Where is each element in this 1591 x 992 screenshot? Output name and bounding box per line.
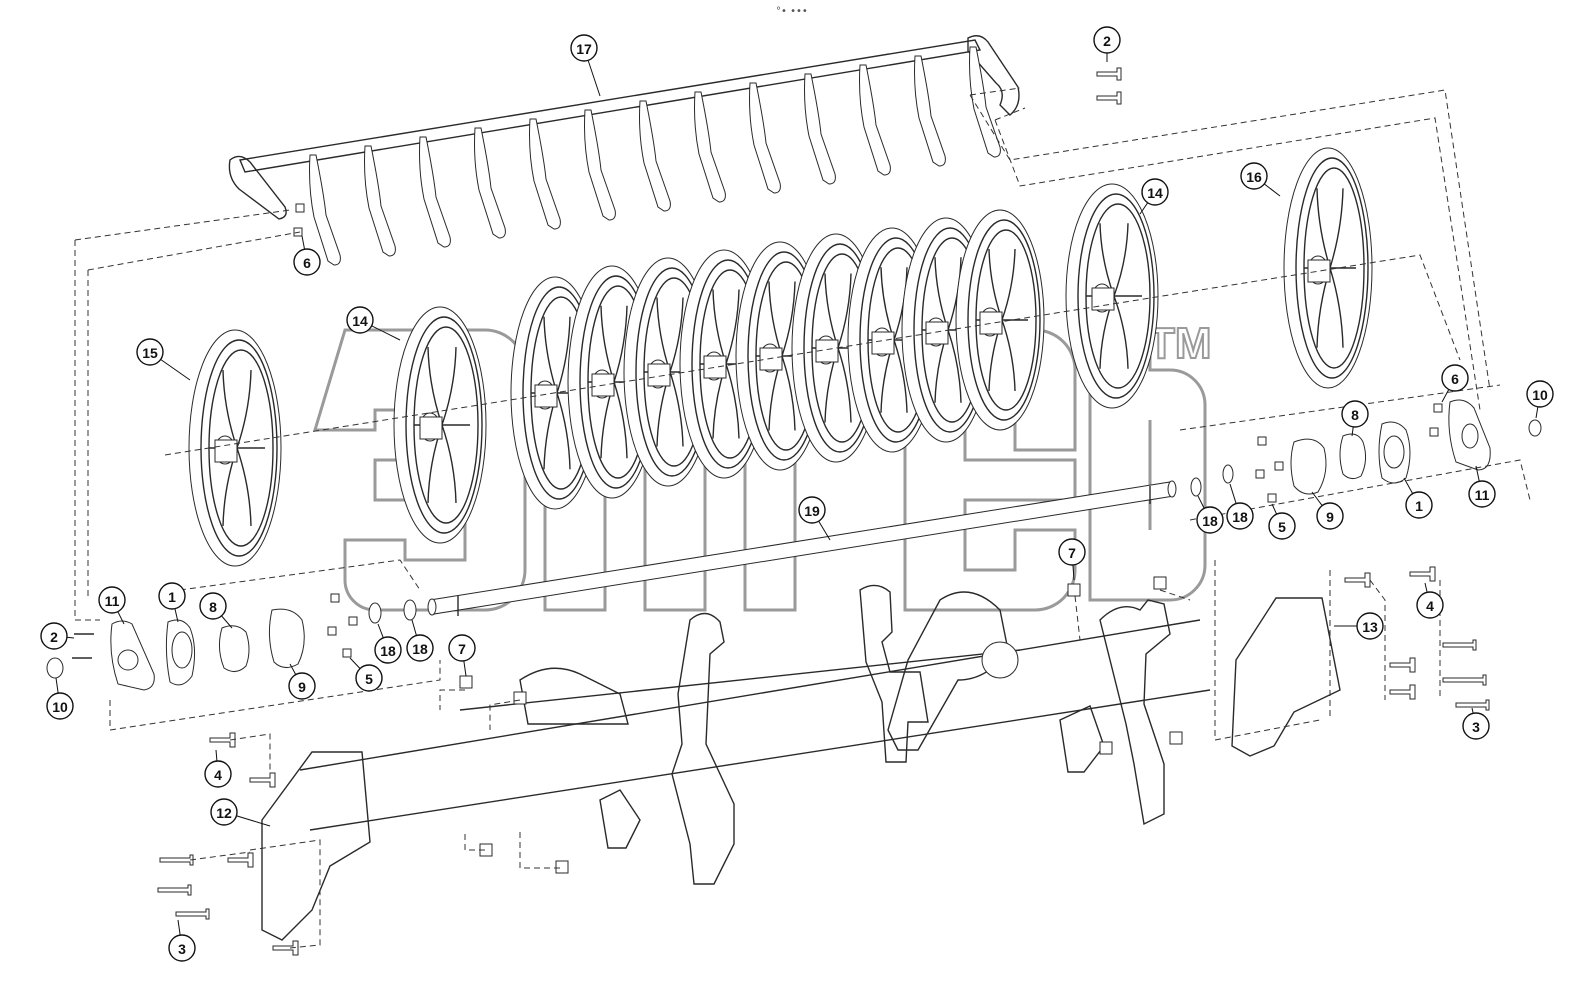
callout-10: 10 — [1526, 380, 1554, 419]
callout-3: 3 — [1462, 707, 1490, 740]
callout-11: 11 — [1468, 465, 1496, 508]
callout-4: 4 — [1416, 582, 1444, 619]
callout-label: 8 — [209, 599, 217, 615]
callout-1: 1 — [1403, 477, 1433, 519]
callout-label: 10 — [52, 699, 68, 715]
callout-8: 8 — [199, 592, 233, 629]
disc — [955, 209, 1045, 431]
callout-17: 17 — [570, 34, 601, 97]
callout-label: 18 — [1232, 509, 1248, 525]
callout-label: 17 — [576, 41, 592, 57]
left-bearing-parts — [46, 593, 417, 691]
frame-brackets — [261, 584, 1341, 941]
callout-11: 11 — [98, 586, 126, 625]
callout-label: 11 — [1475, 487, 1490, 503]
scraper-tine — [529, 118, 561, 230]
callout-18: 18 — [406, 619, 434, 662]
callout-label: 7 — [458, 641, 466, 657]
callout-label: 1 — [168, 589, 176, 605]
callout-4: 4 — [204, 749, 232, 788]
scraper-tine — [309, 154, 341, 266]
callout-label: 3 — [1472, 719, 1480, 735]
bolts — [157, 67, 1490, 956]
scraper-tine — [584, 109, 616, 221]
shaft — [427, 480, 1177, 616]
callout-18: 18 — [374, 623, 402, 664]
disc-15 — [188, 329, 282, 567]
disc-14-right — [1065, 183, 1159, 409]
callout-6: 6 — [293, 235, 321, 276]
callout-1: 1 — [158, 582, 186, 623]
header-mark: °• ••• — [776, 6, 808, 17]
callout-16: 16 — [1240, 162, 1281, 197]
callout-label: 2 — [50, 629, 58, 645]
callout-14: 14 — [1139, 178, 1169, 215]
callout-7: 7 — [1058, 538, 1086, 581]
callout-label: 8 — [1351, 407, 1359, 423]
callout-8: 8 — [1341, 400, 1369, 437]
callout-label: 6 — [1451, 371, 1459, 387]
callout-label: 5 — [365, 671, 373, 687]
scraper-tine — [694, 91, 726, 203]
scraper-tine — [364, 145, 396, 257]
callout-label: 1 — [1415, 498, 1423, 514]
callout-label: 11 — [105, 593, 120, 609]
callout-label: 7 — [1068, 545, 1076, 561]
callout-15: 15 — [136, 338, 191, 381]
callout-6: 6 — [1441, 364, 1469, 403]
scraper-tine — [804, 73, 836, 185]
callout-label: 18 — [380, 643, 396, 659]
callout-label: 19 — [804, 503, 820, 519]
callout-label: 9 — [1326, 509, 1334, 525]
callout-label: 13 — [1362, 619, 1378, 635]
callout-12: 12 — [210, 798, 271, 827]
scraper-tine — [639, 100, 671, 212]
callout-5: 5 — [349, 657, 383, 692]
callout-13: 13 — [1334, 612, 1384, 640]
callout-9: 9 — [288, 663, 316, 700]
scraper-bar-assembly — [228, 35, 1020, 266]
callout-14: 14 — [346, 306, 401, 341]
assembly-guide-lines — [74, 87, 1531, 949]
callout-label: 16 — [1246, 169, 1262, 185]
scraper-tine — [969, 46, 1001, 158]
watermark-tm: TM — [1148, 319, 1212, 368]
callout-5: 5 — [1268, 503, 1296, 540]
callout-18: 18 — [1226, 483, 1254, 530]
callout-label: 15 — [142, 345, 158, 361]
callout-label: 9 — [298, 679, 306, 695]
scraper-tine — [914, 55, 946, 167]
callout-label: 3 — [178, 941, 186, 957]
scraper-tine — [859, 64, 891, 176]
callout-label: 5 — [1278, 519, 1286, 535]
right-bearing-parts — [1190, 399, 1542, 503]
callout-label: 18 — [1202, 513, 1218, 529]
callout-9: 9 — [1311, 491, 1344, 530]
callout-2: 2 — [1093, 26, 1121, 62]
callout-label: 2 — [1103, 33, 1111, 49]
scraper-tine — [749, 82, 781, 194]
callout-label: 4 — [214, 767, 222, 783]
disc-14-left — [393, 306, 487, 544]
callout-label: 4 — [1426, 598, 1434, 614]
callout-label: 10 — [1532, 387, 1548, 403]
disc-group — [188, 147, 1373, 567]
callout-label: 14 — [1147, 185, 1163, 201]
callout-18: 18 — [1196, 495, 1224, 534]
callout-label: 12 — [216, 805, 232, 821]
callout-2: 2 — [40, 622, 75, 650]
callout-3: 3 — [168, 919, 196, 962]
disc-16 — [1283, 147, 1373, 389]
scraper-tine — [474, 127, 506, 239]
callout-label: 6 — [303, 255, 311, 271]
callout-label: 14 — [352, 313, 368, 329]
callout-19: 19 — [798, 496, 831, 541]
callout-7: 7 — [448, 634, 476, 677]
callout-10: 10 — [46, 677, 74, 720]
scraper-tine — [419, 136, 451, 248]
callout-label: 18 — [412, 641, 428, 657]
